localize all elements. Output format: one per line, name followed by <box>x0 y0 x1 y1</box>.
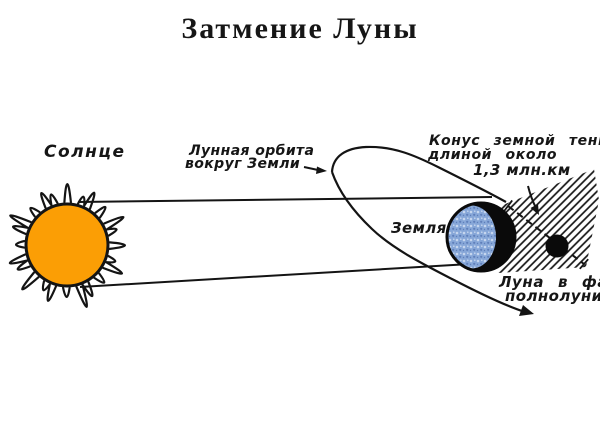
cone-label-line2: длиной около <box>428 147 558 163</box>
sun <box>8 182 127 309</box>
lunar-orbit-lower-arc <box>330 171 526 314</box>
sun-rays-icon <box>8 182 127 309</box>
sun-circle <box>24 202 110 288</box>
earth-outline <box>445 201 517 273</box>
moon-label-line1: Луна в фазе <box>499 273 600 291</box>
sunlight-lower-tangent-line <box>79 263 471 288</box>
orbit-label-line2: вокруг Земли <box>185 156 301 172</box>
sunlight-upper-tangent-line <box>77 196 493 203</box>
cone-label-line1: Конус земной тени <box>429 133 600 149</box>
earth-lit-hemisphere <box>447 205 496 269</box>
umbra-length-dashed-line <box>507 205 585 265</box>
dashed-line-end-tick <box>579 258 589 270</box>
moon-label-line2: полнолуния <box>505 287 600 305</box>
dashed-line-start-tick <box>503 199 513 213</box>
umbra-shadow-hatch-region <box>498 169 599 273</box>
lunar-orbit-direction-arrowhead-icon <box>519 305 534 316</box>
moon-circle <box>545 234 569 258</box>
earth-label: Земля <box>391 219 447 237</box>
cone-label-arrowhead-icon <box>530 204 539 215</box>
diagram-title: Затмение Луны <box>181 12 419 45</box>
orbit-label-line1: Лунная орбита <box>189 143 315 159</box>
sun-label: Солнце <box>44 142 126 162</box>
earth-globe <box>445 201 517 273</box>
orbit-label-arrowhead-icon <box>316 166 327 174</box>
lunar-orbit-upper-arc <box>330 145 507 203</box>
orbit-label-arrow <box>303 166 319 171</box>
cone-label-line3: 1,3 млн.км <box>473 161 571 179</box>
